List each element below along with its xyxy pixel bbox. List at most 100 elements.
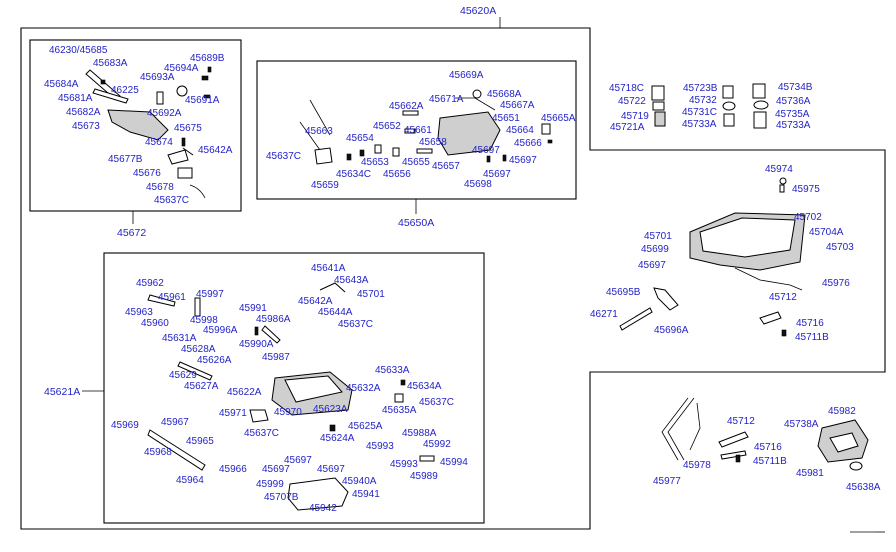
part-label: 45961 <box>158 292 186 303</box>
part-label: 45644A <box>318 307 353 318</box>
part-label: 45637C <box>266 151 301 162</box>
part-label: 45628A <box>181 344 216 355</box>
part-label: 45974 <box>765 164 793 175</box>
part-label: 45634A <box>407 381 442 392</box>
part-label: 45625A <box>348 421 383 432</box>
part-label: 45697 <box>472 145 500 156</box>
part-label: 45992 <box>423 439 451 450</box>
part-label: 45697 <box>483 169 511 180</box>
part-label: 45993 <box>366 441 394 452</box>
part-label: 45987 <box>262 352 290 363</box>
part-label: 45733A <box>776 120 811 131</box>
part-label: 45733A <box>682 119 717 130</box>
part-label: 45697 <box>284 455 312 466</box>
part-label: 45941 <box>352 489 380 500</box>
part-label: 45654 <box>346 133 374 144</box>
part-label: 45622A <box>227 387 262 398</box>
part-label: 45673 <box>72 121 100 132</box>
part-label: 45698 <box>464 179 492 190</box>
part-label: 45981 <box>796 468 824 479</box>
part-label: 45721A <box>610 122 645 133</box>
part-label: 45671A <box>429 94 464 105</box>
part-label: 45977 <box>653 476 681 487</box>
part-label: 45707B <box>264 492 299 503</box>
part-label: 46230/45685 <box>49 45 108 56</box>
part-label: 45960 <box>141 318 169 329</box>
label-45650A: 45650A <box>398 217 434 229</box>
part-label: 46225 <box>111 85 139 96</box>
part-label: 45723B <box>683 83 718 94</box>
part-label: 45997 <box>196 289 224 300</box>
part-label: 45635A <box>382 405 417 416</box>
part-label: 45682A <box>66 107 101 118</box>
part-label: 45663 <box>305 126 333 137</box>
part-label: 45675 <box>174 123 202 134</box>
part-label: 45633A <box>375 365 410 376</box>
part-label: 45701 <box>644 231 672 242</box>
part-label: 45962 <box>136 278 164 289</box>
part-label: 45667A <box>500 100 535 111</box>
part-label: 45627A <box>184 381 219 392</box>
part-label: 45975 <box>792 184 820 195</box>
part-label: 45712 <box>727 416 755 427</box>
part-label: 45711B <box>795 332 829 343</box>
upper-mid-parts <box>299 89 553 165</box>
part-label: 45970 <box>274 407 302 418</box>
part-label: 45637C <box>338 319 373 330</box>
part-label: 45669A <box>449 70 484 81</box>
part-label: 45665A <box>541 113 576 124</box>
part-label: 45738A <box>784 419 819 430</box>
part-label: 45656 <box>383 169 411 180</box>
part-label: 45963 <box>125 307 153 318</box>
part-label: 45716 <box>754 442 782 453</box>
part-label: 45676 <box>133 168 161 179</box>
part-label: 45697 <box>509 155 537 166</box>
part-label: 45655 <box>402 157 430 168</box>
part-label: 45664 <box>506 125 534 136</box>
part-label: 45976 <box>822 278 850 289</box>
part-label: 45692A <box>147 108 182 119</box>
part-label: 45732 <box>689 95 717 106</box>
label-main: 45620A <box>460 5 496 17</box>
part-label: 45999 <box>256 479 284 490</box>
part-label: 45661 <box>404 125 432 136</box>
part-label: 45668A <box>487 89 522 100</box>
part-label: 45674 <box>145 137 173 148</box>
label-45672: 45672 <box>117 227 146 239</box>
part-label: 45657 <box>432 161 460 172</box>
frame <box>20 17 886 533</box>
part-label: 45965 <box>186 436 214 447</box>
part-label: 45638A <box>846 482 881 493</box>
part-label: 45662A <box>389 101 424 112</box>
valve-body <box>619 177 806 337</box>
part-label: 45641A <box>311 263 346 274</box>
part-label: 45626A <box>197 355 232 366</box>
part-label: 45693A <box>140 72 175 83</box>
spring-parts <box>651 83 769 129</box>
part-label: 45734B <box>778 82 813 93</box>
part-label: 45632A <box>346 383 381 394</box>
part-label: 45993 <box>390 459 418 470</box>
part-label: 45711B <box>753 456 787 467</box>
part-label: 45696A <box>654 325 689 336</box>
part-label: 45623A <box>313 404 348 415</box>
part-label: 45998 <box>190 315 218 326</box>
part-label: 45716 <box>796 318 824 329</box>
part-label: 45731C <box>682 107 717 118</box>
part-label: 45982 <box>828 406 856 417</box>
part-label: 45697 <box>317 464 345 475</box>
labels: 45620A 45672 45650A 45621A 46230/45685 4… <box>44 5 881 514</box>
part-label: 45681A <box>58 93 93 104</box>
part-label: 45684A <box>44 79 79 90</box>
part-label: 45736A <box>776 96 811 107</box>
part-label: 45678 <box>146 182 174 193</box>
part-label: 45637C <box>244 428 279 439</box>
part-label: 45991 <box>239 303 267 314</box>
part-label: 45701 <box>357 289 385 300</box>
part-label: 45990A <box>239 339 274 350</box>
part-label: 45666 <box>514 138 542 149</box>
part-label: 45677B <box>108 154 143 165</box>
part-label: 45697 <box>262 464 290 475</box>
part-label: 45940A <box>342 476 377 487</box>
